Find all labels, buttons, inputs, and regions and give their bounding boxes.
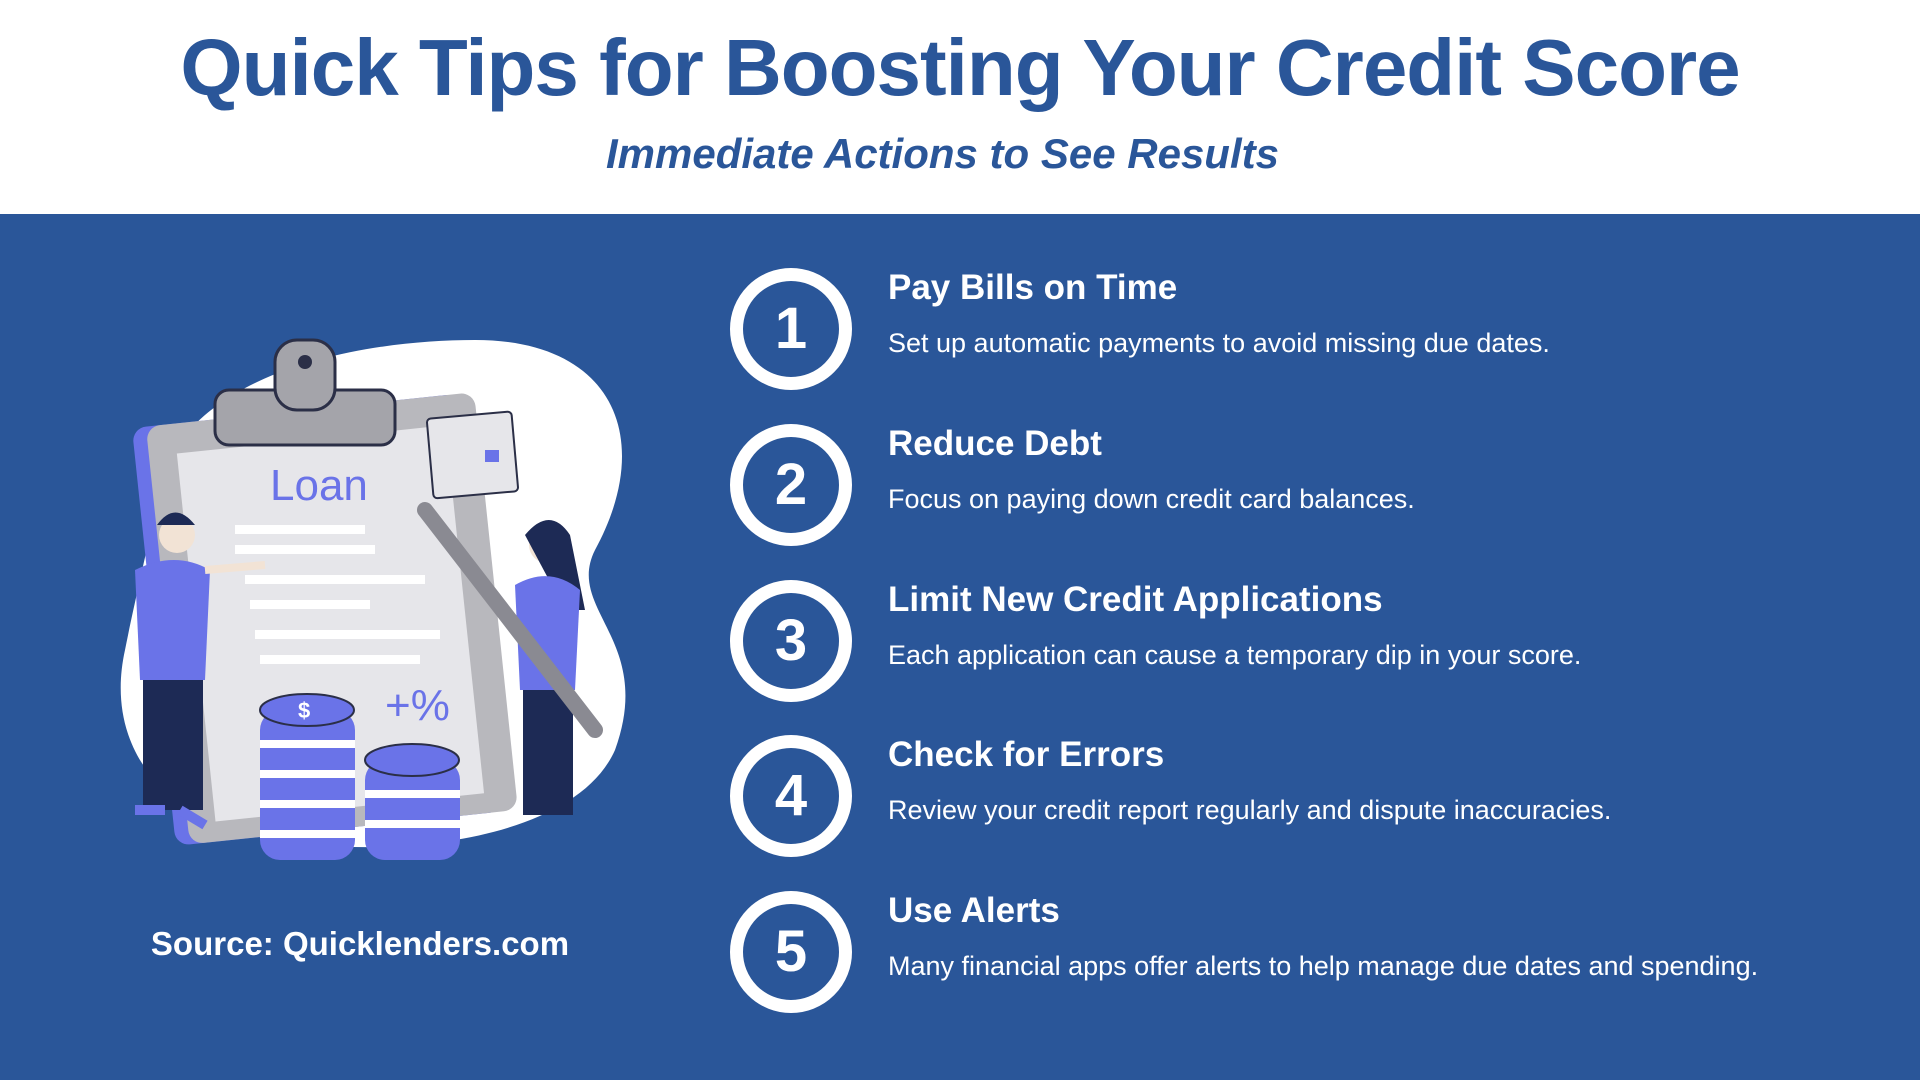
tip-title: Limit New Credit Applications (888, 580, 1383, 619)
step-number-badge: 2 (730, 424, 852, 546)
coin-stack-right (364, 743, 460, 860)
dollar-icon: $ (298, 698, 310, 723)
tip-item: 5 Use Alerts Many financial apps offer a… (730, 891, 1880, 1041)
tip-item: 3 Limit New Credit Applications Each app… (730, 580, 1880, 730)
tip-description: Focus on paying down credit card balance… (888, 484, 1415, 514)
tip-title: Check for Errors (888, 735, 1165, 774)
pencil-icon (417, 502, 603, 738)
tip-item: 1 Pay Bills on Time Set up automatic pay… (730, 268, 1880, 418)
calendar-icon (426, 410, 519, 500)
document-lines (235, 525, 440, 664)
page-title: Quick Tips for Boosting Your Credit Scor… (180, 23, 1740, 112)
percent-badge: +% (385, 681, 450, 730)
step-number-badge: 5 (730, 891, 852, 1013)
loan-illustration: Loan +% $ (120, 338, 626, 860)
clipboard-paper (176, 425, 485, 822)
source-credit: Source: Quicklenders.com (150, 925, 570, 962)
coin-stack-left: $ (259, 693, 355, 860)
header: Quick Tips for Boosting Your Credit Scor… (0, 0, 1920, 214)
step-number-badge: 3 (730, 580, 852, 702)
tip-title: Reduce Debt (888, 424, 1102, 463)
tip-item: 4 Check for Errors Review your credit re… (730, 735, 1880, 885)
tip-description: Review your credit report regularly and … (888, 795, 1612, 825)
step-number-badge: 1 (730, 268, 852, 390)
tip-description: Set up automatic payments to avoid missi… (888, 328, 1550, 358)
tip-title: Pay Bills on Time (888, 268, 1178, 307)
clipboard-label: Loan (270, 461, 368, 510)
tip-title: Use Alerts (888, 891, 1060, 930)
page-subtitle: Immediate Actions to See Results (606, 130, 1279, 177)
tip-description: Each application can cause a temporary d… (888, 640, 1582, 670)
step-number-badge: 4 (730, 735, 852, 857)
person-right (417, 502, 603, 815)
tip-description: Many financial apps offer alerts to help… (888, 951, 1759, 981)
tip-item: 2 Reduce Debt Focus on paying down credi… (730, 424, 1880, 574)
person-left (135, 512, 266, 830)
